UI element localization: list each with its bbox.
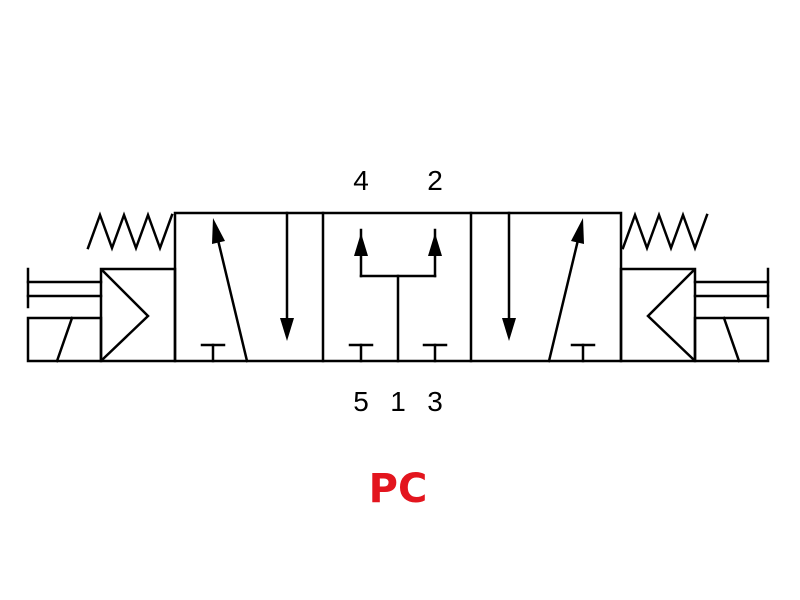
port-label-4: 4 <box>353 165 369 196</box>
port-label-2: 2 <box>427 165 443 196</box>
left-solenoid-slash <box>55 316 74 363</box>
right-spring <box>621 211 709 252</box>
right-pos-arrowhead-down <box>502 318 516 341</box>
right-pilot-triangle <box>646 269 695 361</box>
port-label-3: 3 <box>427 386 443 417</box>
right-actuator <box>619 211 770 363</box>
right-pos-arrowhead-up <box>571 218 584 244</box>
port-labels: 4 2 5 1 3 <box>353 165 443 417</box>
center-arrowhead-port4 <box>354 233 368 256</box>
right-pos-flow-line-diagonal <box>547 238 580 363</box>
left-spring <box>86 211 174 252</box>
right-position <box>502 211 596 363</box>
port-label-5: 5 <box>353 386 369 417</box>
right-pilot-box <box>619 267 697 363</box>
left-solenoid-box <box>26 316 103 363</box>
diagram-caption: PC <box>369 466 428 512</box>
left-pos-arrowhead-down <box>280 318 294 341</box>
left-position <box>200 211 294 363</box>
left-pilot-box <box>99 267 177 363</box>
center-position <box>348 228 448 363</box>
left-pos-flow-line-diagonal <box>216 238 249 363</box>
center-arrowhead-port2 <box>428 233 442 256</box>
left-actuator <box>26 211 177 363</box>
port-label-1: 1 <box>390 386 406 417</box>
left-pilot-triangle <box>101 269 150 361</box>
left-pos-arrowhead-up <box>212 218 225 244</box>
right-solenoid-slash <box>722 316 741 363</box>
right-solenoid-box <box>693 316 770 363</box>
